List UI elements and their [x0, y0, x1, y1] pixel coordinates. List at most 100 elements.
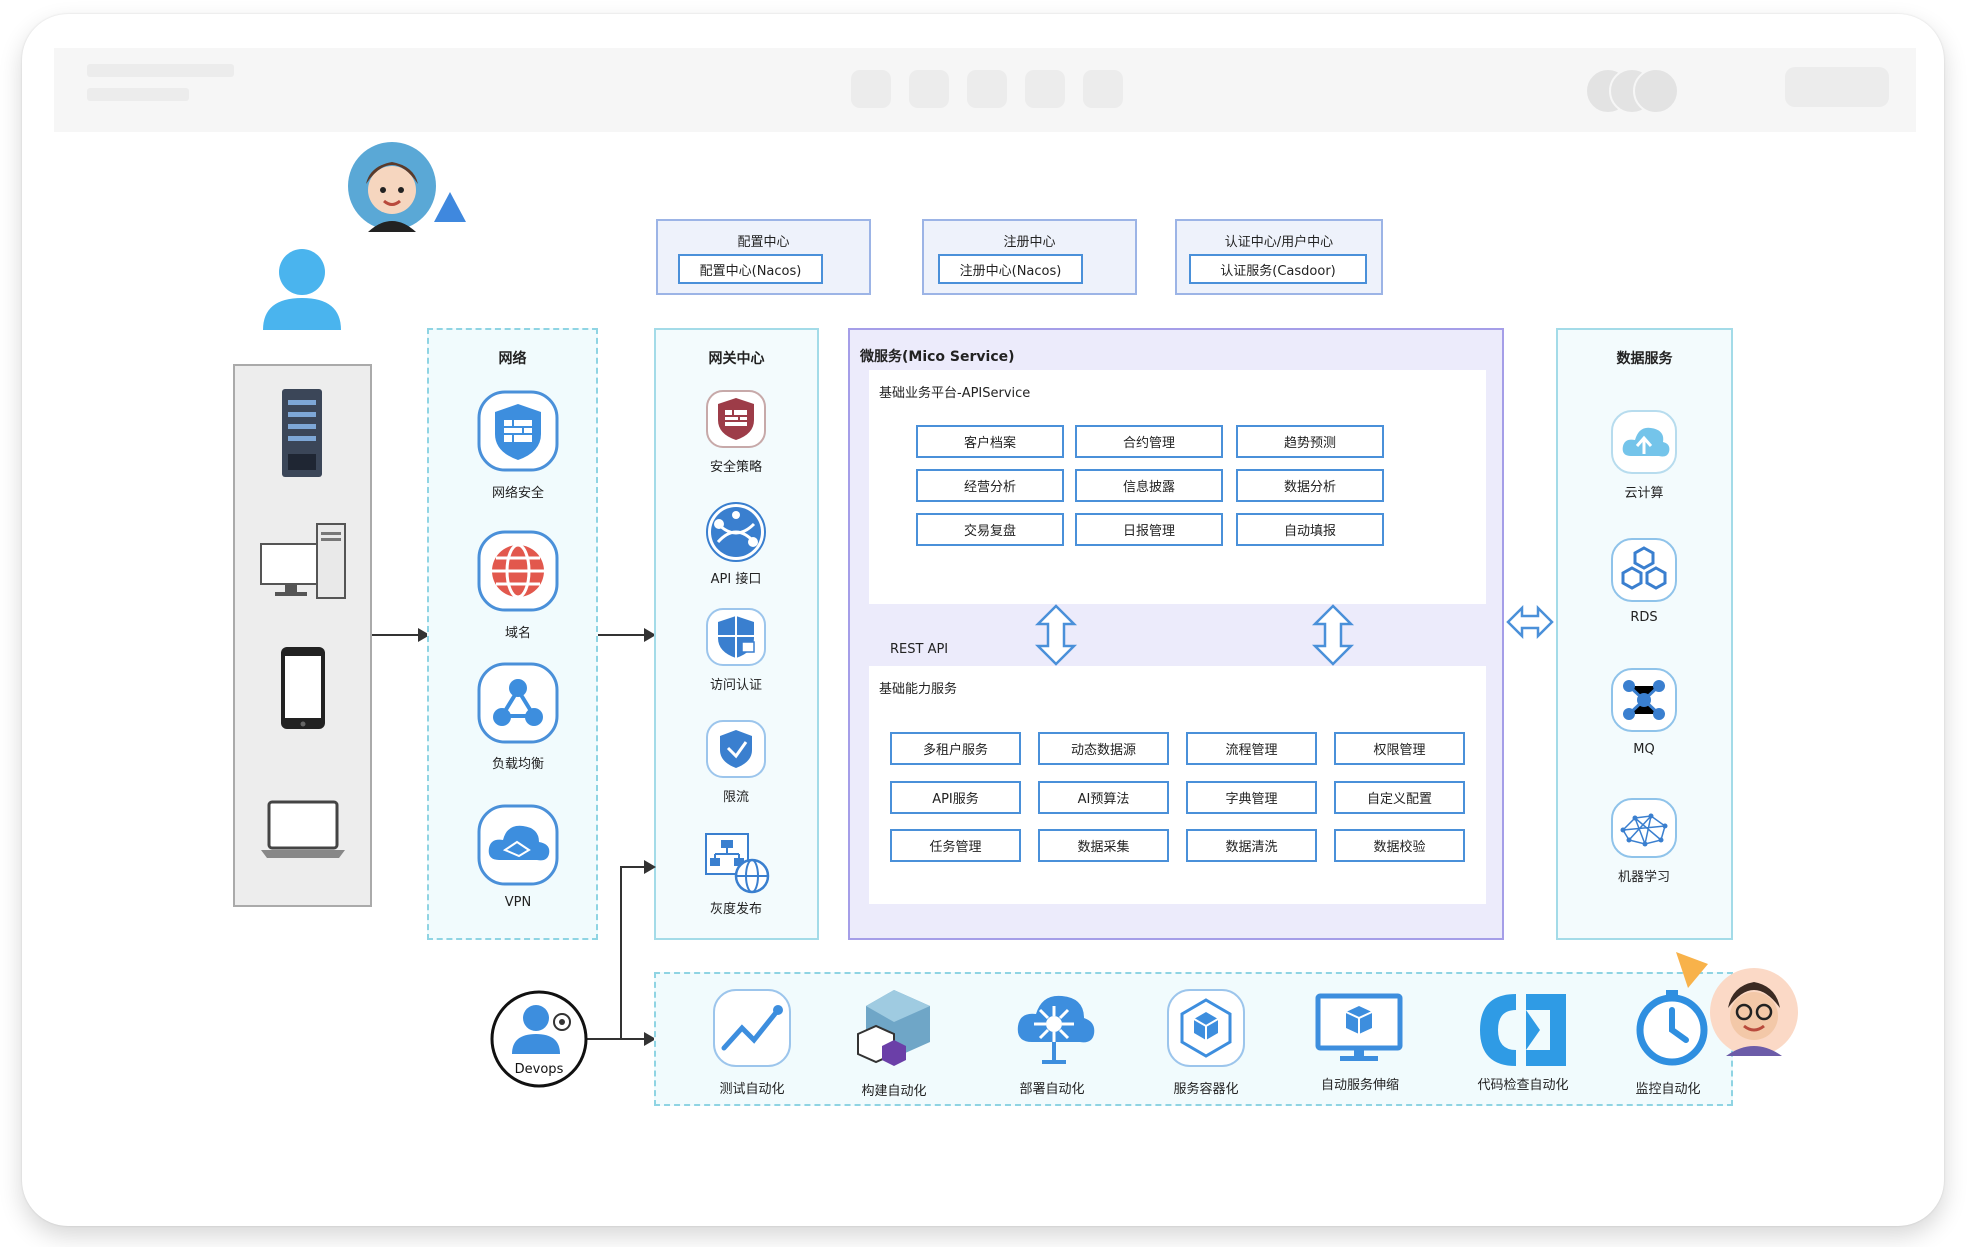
build-automation-icon[interactable] [856, 988, 932, 1074]
mq-icon[interactable] [1611, 668, 1677, 736]
card-title: 注册中心 [1003, 235, 1056, 250]
data-service-item-label: 云计算 [1624, 486, 1664, 501]
connector-line [620, 866, 622, 1039]
vpn-cloud-icon[interactable] [477, 804, 559, 892]
globe-icon[interactable] [477, 530, 559, 618]
gateway-item-label: 访问认证 [709, 678, 762, 693]
auto-scaling-icon[interactable] [1315, 993, 1403, 1068]
share-button[interactable] [1785, 67, 1889, 107]
devops-item-label: 监控自动化 [1635, 1082, 1701, 1097]
api-service-module[interactable]: 客户档案 [916, 425, 1064, 458]
smartphone-icon [280, 646, 326, 734]
firewall-icon[interactable] [706, 390, 766, 452]
arrowhead-icon [644, 860, 656, 874]
base-service-module[interactable]: 任务管理 [890, 829, 1021, 862]
gateway-title: 网关中心 [708, 351, 765, 367]
toolbar-button[interactable] [967, 70, 1007, 108]
api-network-icon[interactable] [706, 502, 766, 566]
base-service-module[interactable]: API服务 [890, 781, 1021, 814]
devops-node[interactable]: Devops [490, 990, 588, 1088]
api-service-module[interactable]: 信息披露 [1075, 469, 1223, 502]
shield-lock-icon[interactable] [706, 608, 766, 670]
api-service-module[interactable]: 自动填报 [1236, 513, 1384, 546]
gateway-item-label: API 接口 [710, 572, 762, 587]
double-arrow-horizontal-icon [1506, 604, 1554, 640]
code-check-icon[interactable] [1478, 992, 1568, 1072]
base-service-module[interactable]: 数据校验 [1334, 829, 1465, 862]
avatar-female-icon [348, 142, 466, 232]
devops-item-label: 自动服务伸缩 [1320, 1078, 1399, 1093]
arrowhead-icon [644, 628, 656, 642]
config-center-card: 配置中心 配置中心(Nacos) [656, 219, 871, 295]
api-service-module[interactable]: 日报管理 [1075, 513, 1223, 546]
network-item-label: 网络安全 [491, 486, 544, 501]
avatar-glasses-icon [1676, 952, 1798, 1056]
network-item-label: 域名 [504, 626, 531, 641]
api-service-module[interactable]: 交易复盘 [916, 513, 1064, 546]
card-title: 认证中心/用户中心 [1224, 235, 1334, 250]
load-balance-icon[interactable] [477, 662, 559, 750]
base-service-module[interactable]: 数据清洗 [1186, 829, 1317, 862]
toolbar-placeholder-line [87, 88, 189, 101]
api-service-module[interactable]: 经营分析 [916, 469, 1064, 502]
container-service-icon[interactable] [1166, 988, 1246, 1072]
base-service-module[interactable]: 动态数据源 [1038, 732, 1169, 765]
connector-arrow [372, 634, 424, 636]
cartoon-avatar-cursor [1668, 952, 1800, 1060]
base-service-module[interactable]: AI预算法 [1038, 781, 1169, 814]
api-service-title: 基础业务平台-APIService [879, 386, 1031, 401]
api-service-module[interactable]: 数据分析 [1236, 469, 1384, 502]
gateway-item-label: 限流 [722, 790, 749, 805]
gray-release-icon[interactable] [705, 832, 770, 898]
network-title: 网络 [498, 351, 527, 367]
monitor-automation-icon[interactable] [1632, 986, 1712, 1072]
network-security-icon[interactable] [477, 390, 559, 478]
data-service-item-label: MQ [1633, 742, 1655, 757]
machine-learning-icon[interactable] [1611, 798, 1677, 862]
registry-center-item[interactable]: 注册中心(Nacos) [938, 254, 1083, 284]
connector-arrow [598, 634, 650, 636]
toolbar-button[interactable] [851, 70, 891, 108]
connector-arrow [586, 1038, 650, 1040]
gateway-item-label: 安全策略 [709, 460, 762, 475]
card-title: 配置中心 [737, 235, 790, 250]
toolbar-button[interactable] [909, 70, 949, 108]
data-service-title: 数据服务 [1616, 351, 1673, 367]
devops-user-gear-icon [490, 990, 588, 1088]
rest-api-label: REST API [890, 642, 949, 657]
microservice-title: 微服务(Mico Service) [860, 349, 1015, 365]
arrowhead-icon [644, 1032, 656, 1046]
gateway-item-label: 灰度发布 [709, 902, 762, 917]
devops-label: Devops [514, 1062, 564, 1077]
base-service-module[interactable]: 流程管理 [1186, 732, 1317, 765]
devops-item-label: 测试自动化 [719, 1082, 785, 1097]
desktop-computer-icon [260, 522, 347, 604]
toolbar-button[interactable] [1083, 70, 1123, 108]
test-automation-icon[interactable] [712, 988, 792, 1072]
shield-check-icon[interactable] [706, 720, 766, 782]
config-center-item[interactable]: 配置中心(Nacos) [678, 254, 823, 284]
base-service-module[interactable]: 数据采集 [1038, 829, 1169, 862]
arrowhead-icon [418, 628, 430, 642]
api-service-module[interactable]: 合约管理 [1075, 425, 1223, 458]
base-service-module[interactable]: 自定义配置 [1334, 781, 1465, 814]
deploy-automation-icon[interactable] [1012, 988, 1096, 1070]
auth-center-card: 认证中心/用户中心 认证服务(Casdoor) [1175, 219, 1383, 295]
cloud-compute-icon[interactable] [1611, 410, 1677, 478]
rds-hexagon-icon[interactable] [1611, 538, 1677, 606]
toolbar-button[interactable] [1025, 70, 1065, 108]
laptop-icon [261, 800, 345, 864]
base-service-module[interactable]: 权限管理 [1334, 732, 1465, 765]
auth-service-item[interactable]: 认证服务(Casdoor) [1189, 254, 1367, 284]
toolbar-placeholder-line [87, 64, 234, 77]
double-arrow-vertical-icon [1311, 604, 1355, 666]
api-service-module[interactable]: 趋势预测 [1236, 425, 1384, 458]
collaborator-avatar[interactable] [1633, 68, 1679, 114]
base-service-title: 基础能力服务 [879, 682, 958, 697]
cartoon-avatar-cursor [346, 140, 476, 232]
base-service-module[interactable]: 多租户服务 [890, 732, 1021, 765]
devops-item-label: 服务容器化 [1173, 1082, 1239, 1097]
devops-item-label: 构建自动化 [861, 1084, 927, 1099]
network-item-label: VPN [504, 895, 532, 910]
base-service-module[interactable]: 字典管理 [1186, 781, 1317, 814]
